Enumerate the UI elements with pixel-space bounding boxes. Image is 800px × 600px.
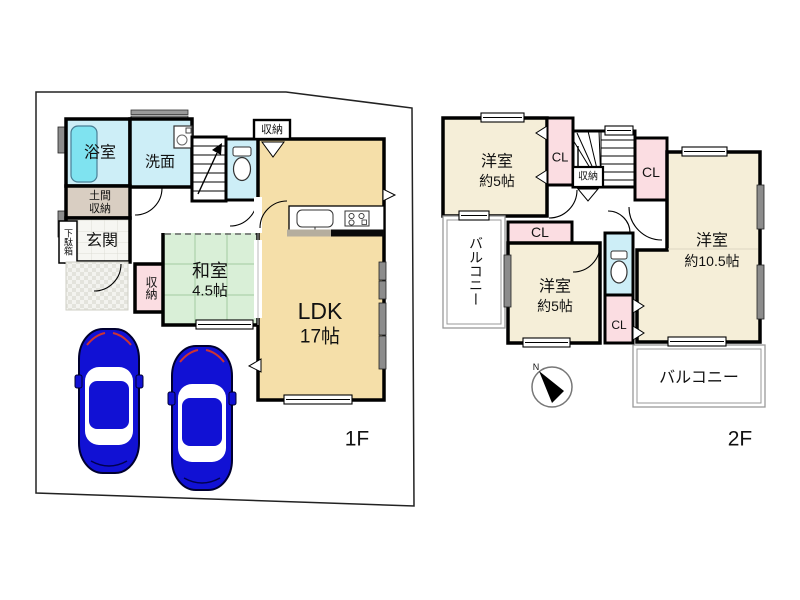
door-arc-washroom: [134, 187, 163, 216]
room-entrance: 玄関 下駄箱: [58, 216, 132, 264]
door-arcs-2f: [548, 189, 663, 273]
kitchen-wall: [331, 229, 384, 237]
tatami-grid: [163, 233, 259, 325]
floor-1f: 浴室 洗面 土間 収納 玄関 下駄箱: [35, 91, 415, 507]
shoe-cabinet-label: 下駄箱: [63, 229, 73, 257]
room-label-bedroom-s: 洋室: [539, 278, 571, 296]
stairs-1f: [190, 135, 228, 203]
door-mark-ldk-east: [382, 188, 397, 202]
closet-ne-label: CL: [642, 164, 660, 180]
room-bedroom-s: 洋室 約5帖: [506, 241, 602, 345]
room-label-entrance: 玄関: [86, 232, 118, 250]
stove-icon: [344, 210, 370, 227]
closet-nw-label: CL: [552, 150, 569, 165]
room-label-doma-1: 土間: [89, 189, 111, 202]
room-label-bedroom-e-size: 約10.5帖: [684, 253, 739, 269]
room-top-storage: 収納: [252, 118, 292, 158]
kitchen-counter: [287, 205, 385, 237]
car-icon-1: [74, 328, 144, 474]
room-bedroom-nw: 洋室 約5帖: [441, 116, 549, 218]
room-ldk: LDK 17帖: [247, 137, 397, 405]
door-mark-cl-s-2: [632, 325, 645, 341]
toilet-bowl-icon: [232, 156, 252, 182]
room-label-bedroom-nw: 洋室: [481, 153, 513, 171]
ldk-windows: [283, 261, 387, 405]
kitchen-sink-icon: [296, 209, 334, 228]
toilet-tank-icon-2f: [610, 250, 628, 260]
room-label-ldk: LDK: [298, 298, 343, 324]
room-label-bedroom-nw-size: 約5帖: [479, 173, 515, 189]
closet-nw: CL: [535, 116, 575, 187]
room-label-bedroom-e: 洋室: [696, 232, 728, 250]
closet-s: CL: [603, 293, 645, 345]
floor-2f: 洋室 約5帖 CL: [441, 112, 766, 451]
stairs-arrow-head: [212, 143, 222, 155]
room-label-japanese: 和室: [192, 261, 228, 281]
room-toilet-2f: [603, 231, 635, 297]
balcony-west-label: バルコニー: [468, 236, 484, 306]
stair-storage-label: 収納: [578, 170, 598, 183]
bathtub-icon: [70, 125, 98, 183]
toilet-tank-icon: [232, 146, 252, 157]
room-label-bathroom: 浴室: [84, 144, 116, 162]
door-mark-top-storage: [261, 141, 285, 158]
floor-label-1f: 1F: [345, 428, 370, 451]
floor-label-2f: 2F: [728, 428, 753, 451]
door-arc-entrance: [93, 263, 122, 292]
washing-machine-icon: [173, 125, 193, 149]
compass-icon: N: [531, 362, 573, 408]
room-label-washroom: 洗面: [145, 154, 175, 171]
balcony-southeast-label: バルコニー: [659, 370, 739, 387]
door-mark-cl-s-1: [632, 298, 645, 314]
room-label-ldk-size: 17帖: [300, 326, 340, 348]
room-japanese: 和室 4.5帖: [161, 233, 262, 327]
room-label-japanese-size: 4.5帖: [192, 283, 228, 300]
balcony-southeast: バルコニー: [632, 344, 766, 408]
room-label-bedroom-s-size: 約5帖: [537, 298, 573, 314]
car-icon-2: [167, 345, 237, 491]
top-storage-label: 収納: [261, 123, 283, 136]
door-arc-ldk: [259, 200, 288, 229]
toilet-bowl-icon-2f: [610, 260, 628, 284]
closet-mid-label: CL: [531, 224, 549, 240]
hall-storage-label: 収納: [144, 276, 158, 300]
japanese-room-window: [195, 319, 254, 330]
counter-edge: [287, 229, 331, 237]
windows-2f: [458, 112, 765, 348]
door-mark-ldk-west: [247, 358, 262, 373]
wall-opening-hall: [254, 197, 262, 233]
door-mark-stair-storage: [576, 188, 600, 202]
door-mark-cl-nw-1: [535, 125, 548, 141]
door-mark-cl-nw-2: [535, 169, 548, 185]
room-bedroom-e: 洋室 約10.5帖: [635, 150, 762, 344]
room-stair-storage: 収納: [571, 165, 605, 202]
stairs-arrow: [197, 152, 218, 195]
balcony-west: バルコニー: [442, 215, 506, 329]
compass-north-label: N: [533, 362, 540, 372]
room-toilet-1f: [224, 137, 260, 227]
entrance-porch: [65, 261, 129, 311]
closet-s-label: CL: [611, 318, 627, 332]
room-label-doma-2: 収納: [89, 202, 111, 215]
